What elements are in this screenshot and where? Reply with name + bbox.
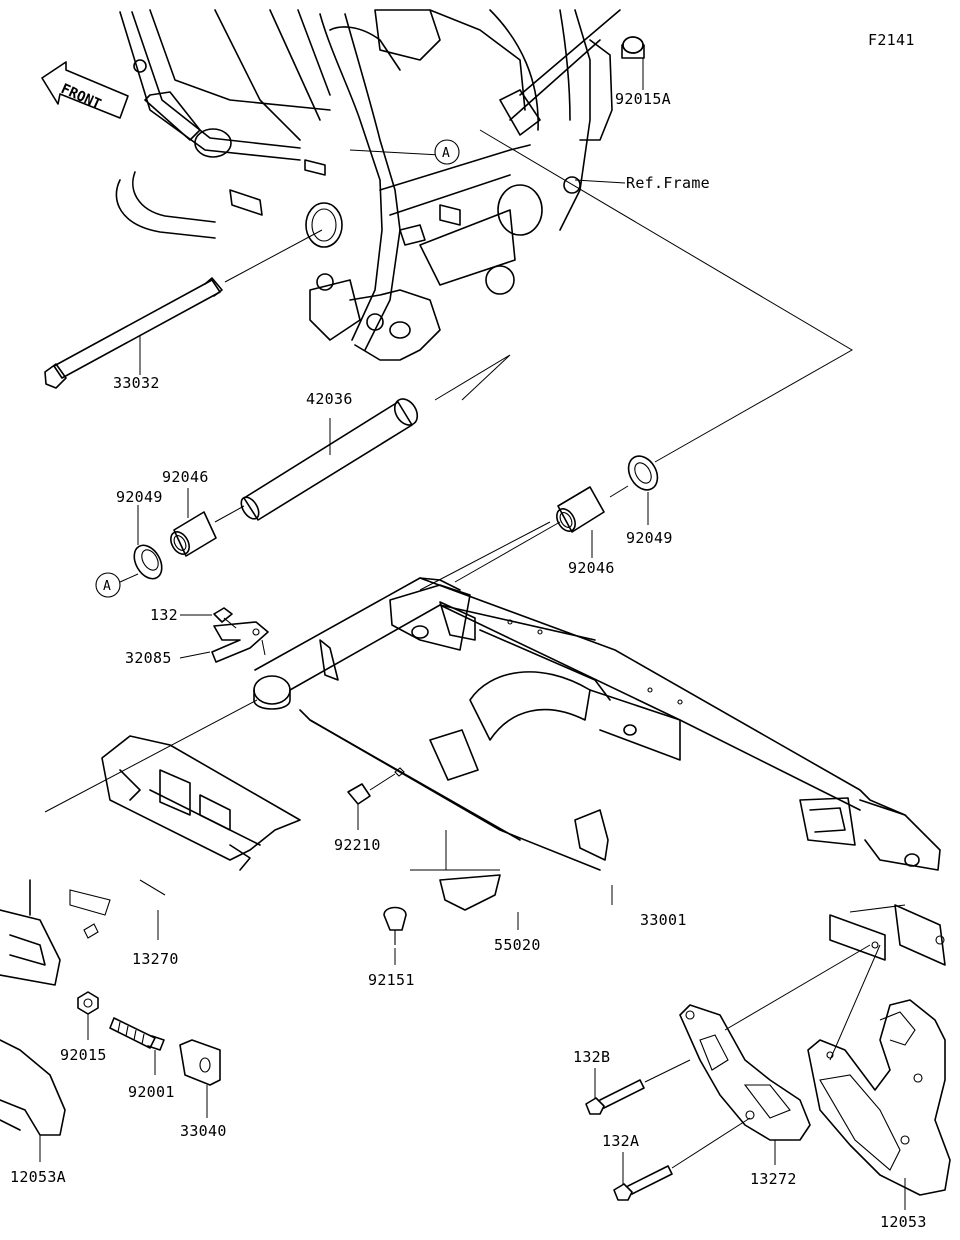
bolt-132a: 132A [602, 1117, 751, 1201]
part-label-92049-right: 92049 [626, 529, 673, 547]
nut-92015: 92015 [60, 991, 107, 1064]
part-label-33001: 33001 [640, 911, 687, 929]
part-label-55020: 55020 [494, 936, 541, 954]
bearing-92046-right: 92046 [419, 485, 629, 591]
part-label-92046-left: 92046 [162, 468, 209, 486]
bracket-33040: 33040 [179, 1039, 227, 1140]
part-label-92046-right: 92046 [568, 559, 615, 577]
marker-a-bottom: A [95, 572, 121, 598]
ref-frame-label: Ref.Frame [626, 174, 710, 192]
part-label-132: 132 [150, 606, 178, 624]
part-label-92210: 92210 [334, 836, 381, 854]
bolt-small [83, 923, 99, 939]
part-label-33040: 33040 [180, 1122, 227, 1140]
part-label-132B: 132B [573, 1048, 610, 1066]
frame-drawing [115, 9, 645, 361]
chain-guide-top [101, 735, 301, 871]
part-label-12053A: 12053A [10, 1168, 66, 1186]
front-arrow-icon: FRONT [41, 61, 129, 119]
part-label-13270: 13270 [132, 950, 179, 968]
svg-text:A: A [442, 146, 450, 161]
part-label-92049-left: 92049 [116, 488, 163, 506]
nut-92015a: 92015A [615, 36, 671, 108]
plate-13272: 13272 [679, 944, 871, 1188]
bolt-132b: 132B [573, 1048, 691, 1115]
seal-92049-right: 92049 [626, 455, 673, 547]
marker-a-top: A [434, 139, 460, 165]
figure-code: F2141 [868, 31, 915, 49]
plate-32085: 32085 [125, 621, 269, 667]
part-label-33032: 33032 [113, 374, 160, 392]
part-label-32085: 32085 [125, 649, 172, 667]
bearing-92046-left: 92046 [162, 468, 217, 557]
bolt-132: 132 [150, 606, 237, 629]
part-label-92001: 92001 [128, 1083, 175, 1101]
swingarm-drawing [253, 577, 941, 871]
bolt-92210: 92210 [334, 767, 405, 854]
front-label: FRONT [58, 81, 103, 113]
seal-92049-left: 92049 [116, 488, 163, 583]
slider-12053a: 12053A [0, 1039, 66, 1186]
adjuster-right [829, 904, 946, 966]
bolt-92151: 92151 [368, 906, 415, 989]
part-label-92151: 92151 [368, 971, 415, 989]
part-label-42036: 42036 [306, 390, 353, 408]
chain-guide-bottom-left [0, 879, 166, 986]
pivot-bolt-33032: 33032 [44, 229, 323, 392]
part-label-92015A: 92015A [615, 90, 671, 108]
part-label-92015: 92015 [60, 1046, 107, 1064]
bolt-92001: 92001 [109, 1017, 175, 1101]
part-label-12053: 12053 [880, 1213, 927, 1231]
guard-55020: 55020 [410, 830, 541, 954]
slider-12053: 12053 [807, 944, 951, 1231]
svg-text:A: A [103, 579, 111, 594]
collar-42036: 42036 [214, 354, 511, 523]
part-label-13272: 13272 [750, 1170, 797, 1188]
part-label-132A: 132A [602, 1132, 639, 1150]
